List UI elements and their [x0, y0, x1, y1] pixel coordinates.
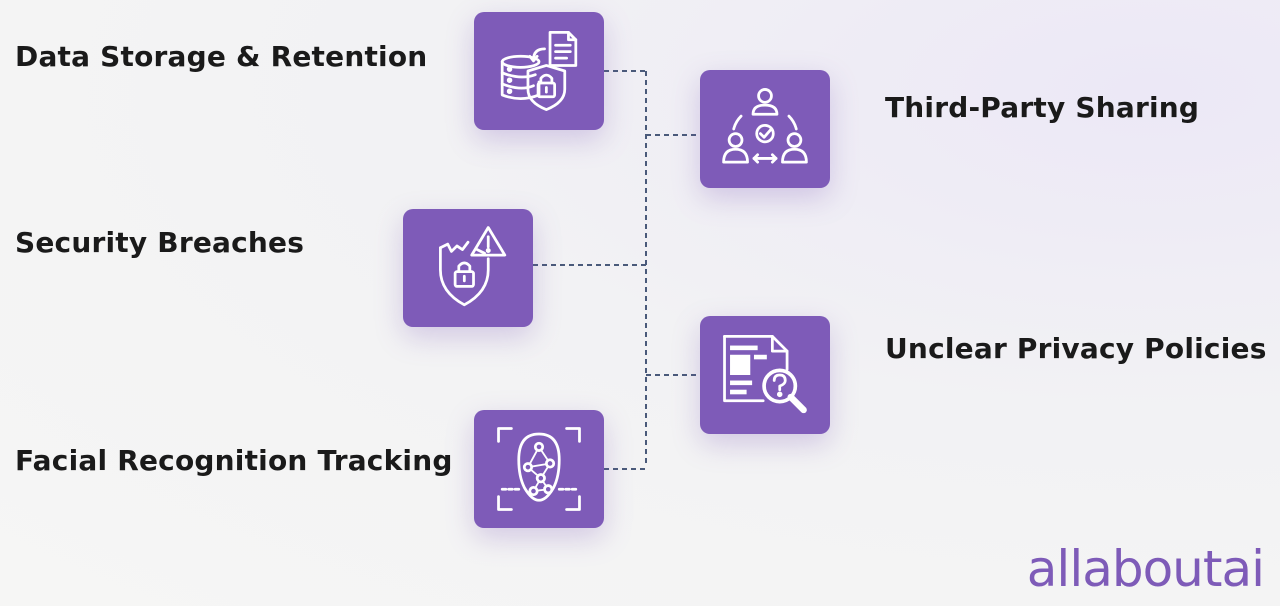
database-lock-icon	[500, 30, 578, 112]
tile-third-party-sharing	[700, 70, 830, 188]
tile-unclear-privacy	[700, 316, 830, 434]
label-data-storage: Data Storage & Retention	[15, 40, 428, 73]
label-security-breaches: Security Breaches	[15, 226, 305, 259]
document-question-icon	[723, 334, 807, 414]
tile-facial-recognition	[474, 410, 604, 528]
label-unclear-privacy-policies: Unclear Privacy Policies	[885, 332, 1267, 365]
tile-security-breaches	[403, 209, 533, 327]
label-facial-recognition: Facial Recognition Tracking	[15, 444, 453, 477]
tile-data-storage	[474, 12, 604, 130]
face-scan-icon	[497, 427, 581, 511]
people-sharing-icon	[722, 88, 808, 164]
brand-logo: allaboutai	[1026, 540, 1265, 598]
label-third-party-sharing: Third-Party Sharing	[885, 91, 1200, 124]
shield-warning-icon	[439, 226, 507, 307]
